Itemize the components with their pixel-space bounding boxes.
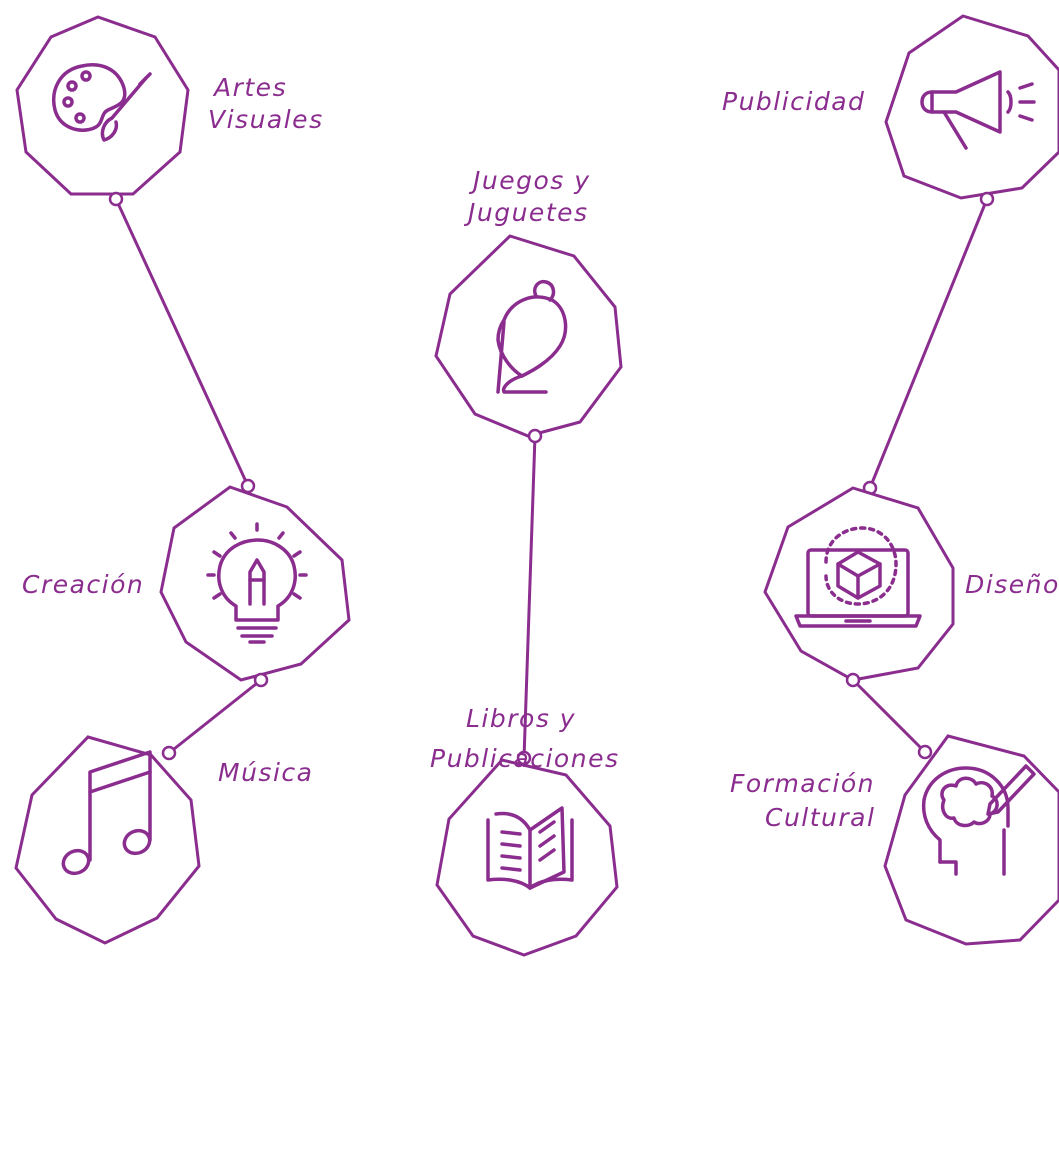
node-creacion[interactable] xyxy=(159,485,351,682)
label-libros-line2: Publicaciones xyxy=(430,744,619,773)
node-juegos-y-juguetes[interactable] xyxy=(434,234,623,438)
octagon-frame xyxy=(15,15,190,196)
connector-dot xyxy=(253,672,269,688)
connector-creacion-musica xyxy=(168,678,262,755)
octagon-frame xyxy=(14,735,201,945)
laptop-3d-cube-icon xyxy=(794,526,922,628)
node-musica[interactable] xyxy=(14,735,201,945)
music-note-icon xyxy=(61,750,152,876)
label-juegos-line1: Juegos y xyxy=(468,166,591,195)
connector-artes-creacion xyxy=(114,198,250,487)
label-juegos-line2: Juguetes xyxy=(463,198,589,227)
octagon-frame xyxy=(434,234,623,438)
label-musica: Música xyxy=(218,758,313,787)
octagon-frame xyxy=(159,485,351,682)
node-libros-y-publicaciones[interactable] xyxy=(435,758,619,957)
megaphone-icon xyxy=(920,70,1036,150)
lightbulb-pencil-icon xyxy=(206,522,308,644)
label-artes-visuales-line1: Artes xyxy=(212,73,287,102)
node-formacion-cultural[interactable] xyxy=(883,734,1059,946)
label-artes-visuales-line2: Visuales xyxy=(208,105,324,134)
label-formacion-line1: Formación xyxy=(730,769,875,798)
octagon-frame xyxy=(435,758,619,957)
connector-juegos-libros xyxy=(522,435,537,759)
label-formacion-line2: Cultural xyxy=(765,803,875,832)
connector-publicidad-diseno xyxy=(868,198,989,489)
connector-dot xyxy=(161,745,177,761)
octagon-frame xyxy=(884,14,1059,200)
connector-dot xyxy=(240,478,256,494)
connector-dot xyxy=(917,744,933,760)
connector-dot xyxy=(979,191,995,207)
spinning-top-icon xyxy=(496,279,568,394)
connector-dot xyxy=(845,672,861,688)
node-diseno[interactable] xyxy=(763,486,955,682)
connector-diseno-formacion xyxy=(851,678,927,754)
label-diseno: Diseño xyxy=(965,570,1059,599)
connector-dot xyxy=(108,191,124,207)
head-brain-pencil-icon xyxy=(921,764,1036,876)
open-book-icon xyxy=(486,806,574,890)
node-artes-visuales[interactable] xyxy=(15,15,190,196)
label-libros-line1: Libros y xyxy=(466,704,576,733)
paint-palette-icon xyxy=(52,63,152,142)
connector-dot xyxy=(527,428,543,444)
node-publicidad[interactable] xyxy=(884,14,1059,200)
label-creacion: Creación xyxy=(22,570,144,599)
label-publicidad: Publicidad xyxy=(722,87,865,116)
